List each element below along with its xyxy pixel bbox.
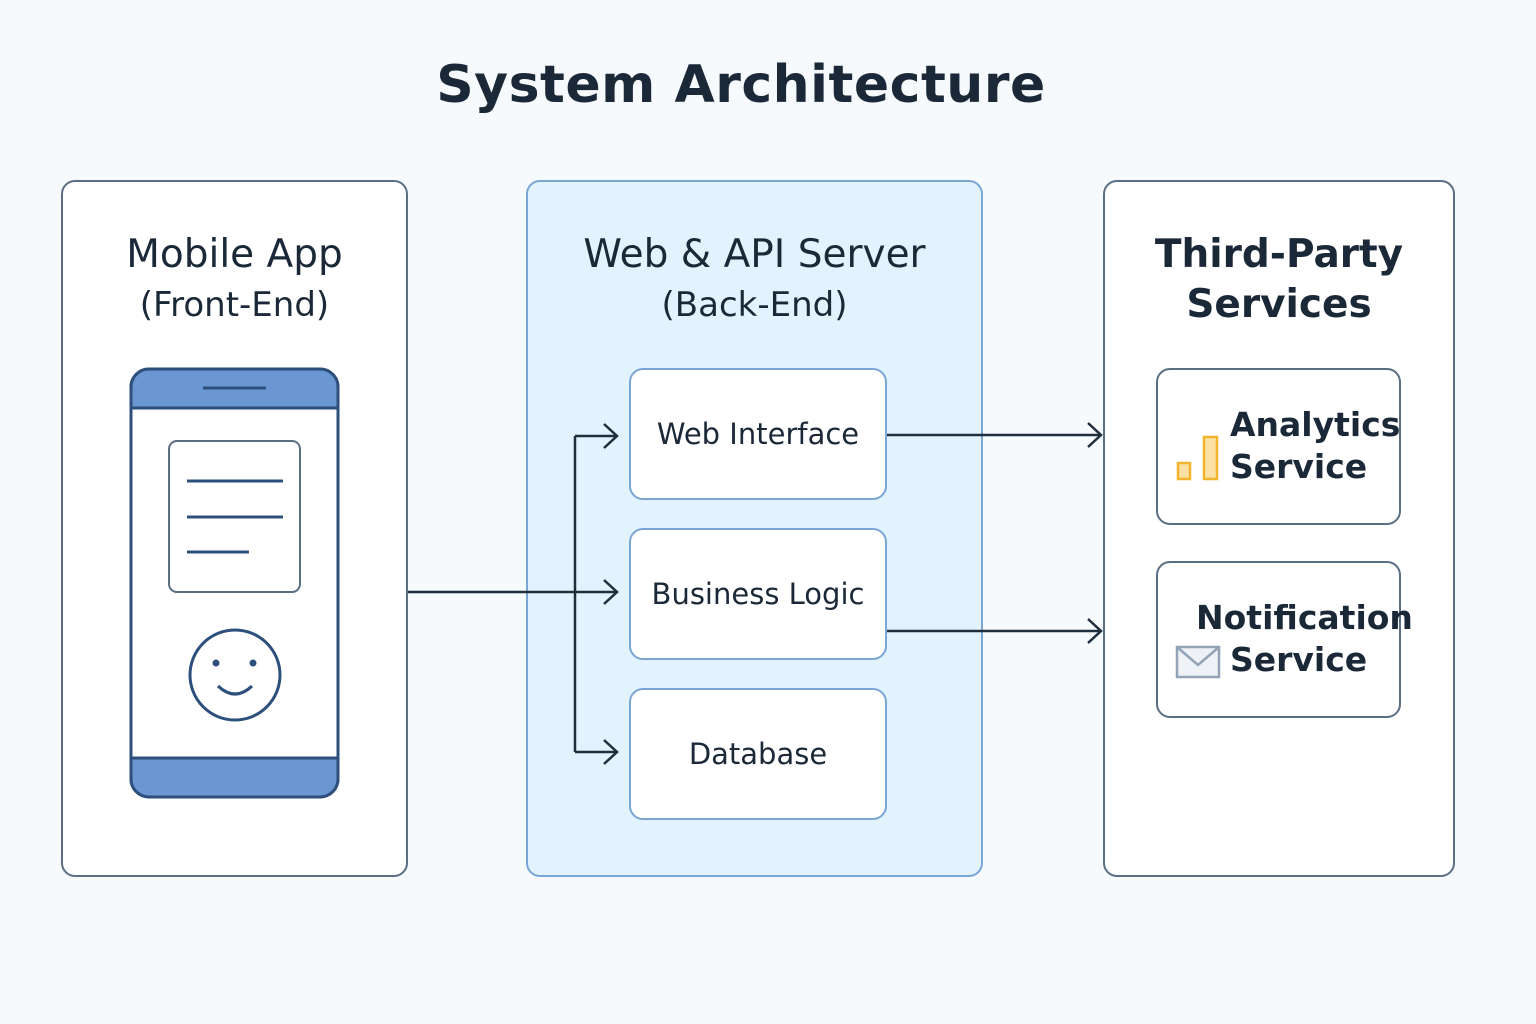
analytics-label-line1: Analytics xyxy=(1230,405,1401,444)
diagram-title: System Architecture xyxy=(436,55,1046,115)
bar-chart-icon xyxy=(1176,435,1219,481)
phone-icon xyxy=(129,367,340,799)
database-box[interactable]: Database xyxy=(629,688,887,820)
server-title: Web & API Server xyxy=(583,232,926,277)
server-subtitle: (Back-End) xyxy=(661,285,848,325)
database-label: Database xyxy=(688,737,828,771)
business-logic-box[interactable]: Business Logic xyxy=(629,528,887,660)
notification-service-box[interactable]: Notification Service xyxy=(1156,561,1413,718)
smiley-icon xyxy=(188,628,282,722)
envelope-icon xyxy=(1175,645,1221,679)
business-logic-label: Business Logic xyxy=(651,577,865,611)
notification-label-line2: Service xyxy=(1230,640,1368,679)
third-party-panel: Third-Party Services xyxy=(1103,180,1455,877)
notification-label-line1: Notification xyxy=(1196,598,1413,637)
third-party-title-line1: Third-Party xyxy=(1154,232,1404,277)
mobile-app-title: Mobile App xyxy=(126,232,343,277)
web-interface-label: Web Interface xyxy=(656,417,860,451)
mobile-app-subtitle: (Front-End) xyxy=(139,285,330,325)
web-interface-box[interactable]: Web Interface xyxy=(629,368,887,500)
analytics-service-box[interactable]: Analytics Service xyxy=(1156,368,1401,525)
analytics-label-line2: Service xyxy=(1230,447,1368,486)
third-party-title-line2: Services xyxy=(1186,282,1372,327)
